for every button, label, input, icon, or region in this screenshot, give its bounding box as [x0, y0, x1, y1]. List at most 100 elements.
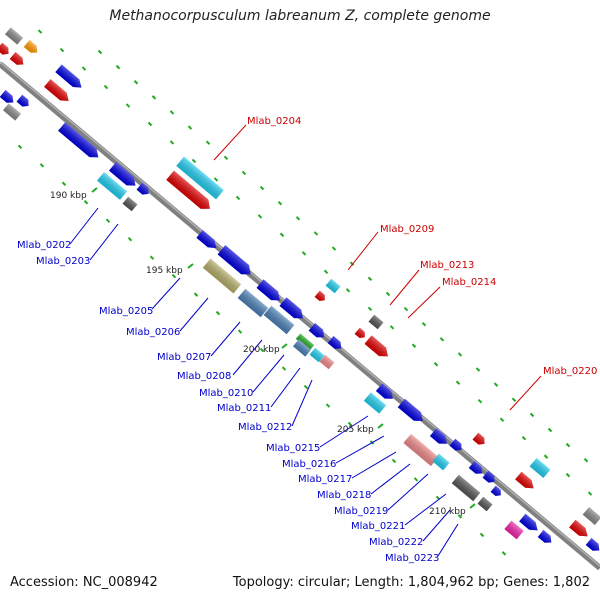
gene-blue-4[interactable]	[58, 122, 102, 161]
gene-blue-19[interactable]	[490, 485, 504, 499]
tick-mark-outer	[389, 325, 395, 330]
gene-blue-2[interactable]	[0, 90, 16, 106]
tick-mark-inner	[259, 347, 265, 353]
gene-pink-1[interactable]	[319, 354, 335, 370]
gene-steel-2[interactable]	[263, 305, 295, 335]
tick-mark-inner	[39, 163, 45, 168]
gene-blue-8[interactable]	[217, 245, 255, 279]
gene-blue-7[interactable]	[196, 230, 219, 252]
gene-label-mlab-0202[interactable]: Mlab_0202	[17, 240, 71, 251]
gene-grey-1[interactable]	[4, 27, 24, 45]
label-leader-line	[335, 435, 385, 464]
gene-grey-5[interactable]	[451, 474, 481, 502]
gene-red-6[interactable]	[354, 327, 368, 341]
gene-label-mlab-0213[interactable]: Mlab_0213	[420, 260, 474, 271]
tick-mark-far	[475, 367, 481, 372]
gene-label-mlab-0214[interactable]: Mlab_0214	[442, 277, 496, 288]
gene-blue-5[interactable]	[108, 162, 139, 190]
gene-steel-1[interactable]	[237, 288, 269, 318]
tick-mark-far	[151, 95, 157, 100]
tick-mark-far	[259, 185, 265, 191]
gene-blue-20[interactable]	[519, 513, 541, 535]
gene-pink-2[interactable]	[403, 433, 439, 467]
tick-mark-outer	[587, 491, 593, 496]
tick-mark-inner	[237, 329, 243, 334]
gene-label-mlab-0210[interactable]: Mlab_0210	[199, 388, 253, 399]
gene-label-mlab-0223[interactable]: Mlab_0223	[385, 553, 439, 564]
tick-mark-far	[205, 140, 211, 145]
scale-label-200kbp: 200 kbp	[243, 345, 280, 355]
gene-blue-9[interactable]	[256, 279, 284, 304]
gene-blue-1[interactable]	[55, 64, 84, 92]
gene-blue-6[interactable]	[136, 182, 152, 198]
gene-green-1[interactable]	[295, 333, 315, 351]
label-leader-line	[351, 451, 397, 479]
gene-label-mlab-0218[interactable]: Mlab_0218	[317, 490, 371, 501]
gene-label-mlab-0219[interactable]: Mlab_0219	[334, 506, 388, 517]
gene-label-mlab-0221[interactable]: Mlab_0221	[351, 521, 405, 532]
gene-cyan-4[interactable]	[325, 278, 341, 294]
gene-grey-4[interactable]	[368, 314, 384, 330]
gene-cyan-7[interactable]	[529, 457, 551, 479]
gene-label-mlab-0207[interactable]: Mlab_0207	[157, 352, 211, 363]
gene-label-mlab-0205[interactable]: Mlab_0205	[99, 306, 153, 317]
gene-label-mlab-0222[interactable]: Mlab_0222	[369, 537, 423, 548]
gene-label-mlab-0216[interactable]: Mlab_0216	[282, 459, 336, 470]
gene-grey-3[interactable]	[122, 196, 138, 212]
tick-mark-far	[457, 352, 463, 357]
gene-label-mlab-0220[interactable]: Mlab_0220	[543, 366, 597, 377]
gene-red-3[interactable]	[44, 79, 72, 105]
gene-cyan-2[interactable]	[96, 172, 128, 200]
gene-blue-15[interactable]	[429, 428, 450, 447]
tick-mark-far	[565, 442, 571, 448]
gene-label-mlab-0212[interactable]: Mlab_0212	[238, 422, 292, 433]
gene-red-1[interactable]	[0, 42, 11, 58]
tick-mark-outer	[433, 362, 439, 367]
gene-cyan-1[interactable]	[176, 156, 224, 200]
gene-label-mlab-0211[interactable]: Mlab_0211	[217, 403, 271, 414]
gene-steel-3[interactable]	[292, 339, 312, 357]
gene-blue-13[interactable]	[375, 383, 396, 402]
gene-red-9[interactable]	[515, 471, 537, 493]
tick-mark-outer	[235, 195, 241, 201]
gene-cyan-5[interactable]	[363, 392, 387, 414]
gene-blue-11[interactable]	[308, 323, 328, 341]
gene-grey-7[interactable]	[582, 507, 600, 525]
gene-blue-18[interactable]	[482, 470, 498, 486]
gene-label-mlab-0215[interactable]: Mlab_0215	[266, 443, 320, 454]
gene-label-mlab-0206[interactable]: Mlab_0206	[126, 327, 180, 338]
gene-red-10[interactable]	[569, 519, 591, 541]
label-leader-line	[151, 277, 181, 310]
gene-blue-10[interactable]	[279, 297, 307, 322]
gene-cyan-6[interactable]	[432, 453, 450, 471]
gene-label-mlab-0209[interactable]: Mlab_0209	[380, 224, 434, 235]
gene-blue-14[interactable]	[397, 398, 427, 425]
gene-label-mlab-0204[interactable]: Mlab_0204	[247, 116, 301, 127]
gene-blue-12[interactable]	[327, 336, 345, 352]
gene-label-mlab-0203[interactable]: Mlab_0203	[36, 256, 90, 267]
gene-red-4[interactable]	[166, 170, 214, 214]
gene-grey-6[interactable]	[477, 496, 493, 512]
gene-blue-17[interactable]	[468, 461, 486, 477]
gene-red-8[interactable]	[472, 432, 488, 448]
gene-label-mlab-0208[interactable]: Mlab_0208	[177, 371, 231, 382]
gene-orange-1[interactable]	[23, 40, 41, 56]
scale-tick	[281, 343, 288, 349]
tick-mark-outer	[191, 158, 197, 164]
gene-blue-3[interactable]	[16, 94, 32, 110]
tick-mark-far	[331, 246, 337, 251]
gene-blue-16[interactable]	[449, 438, 465, 454]
gene-magenta-1[interactable]	[504, 520, 524, 540]
tick-mark-inner	[105, 218, 111, 223]
gene-red-7[interactable]	[364, 335, 392, 360]
gene-red-2[interactable]	[9, 52, 27, 68]
gene-label-mlab-0217[interactable]: Mlab_0217	[298, 474, 352, 485]
gene-blue-22[interactable]	[585, 538, 600, 554]
gene-khaki-1[interactable]	[202, 258, 242, 294]
gene-red-5[interactable]	[314, 290, 328, 304]
label-leader-line	[370, 463, 411, 495]
tick-mark-outer	[37, 29, 43, 34]
gene-cyan-3[interactable]	[309, 347, 325, 363]
gene-grey-2[interactable]	[2, 103, 22, 121]
gene-blue-21[interactable]	[537, 530, 555, 546]
